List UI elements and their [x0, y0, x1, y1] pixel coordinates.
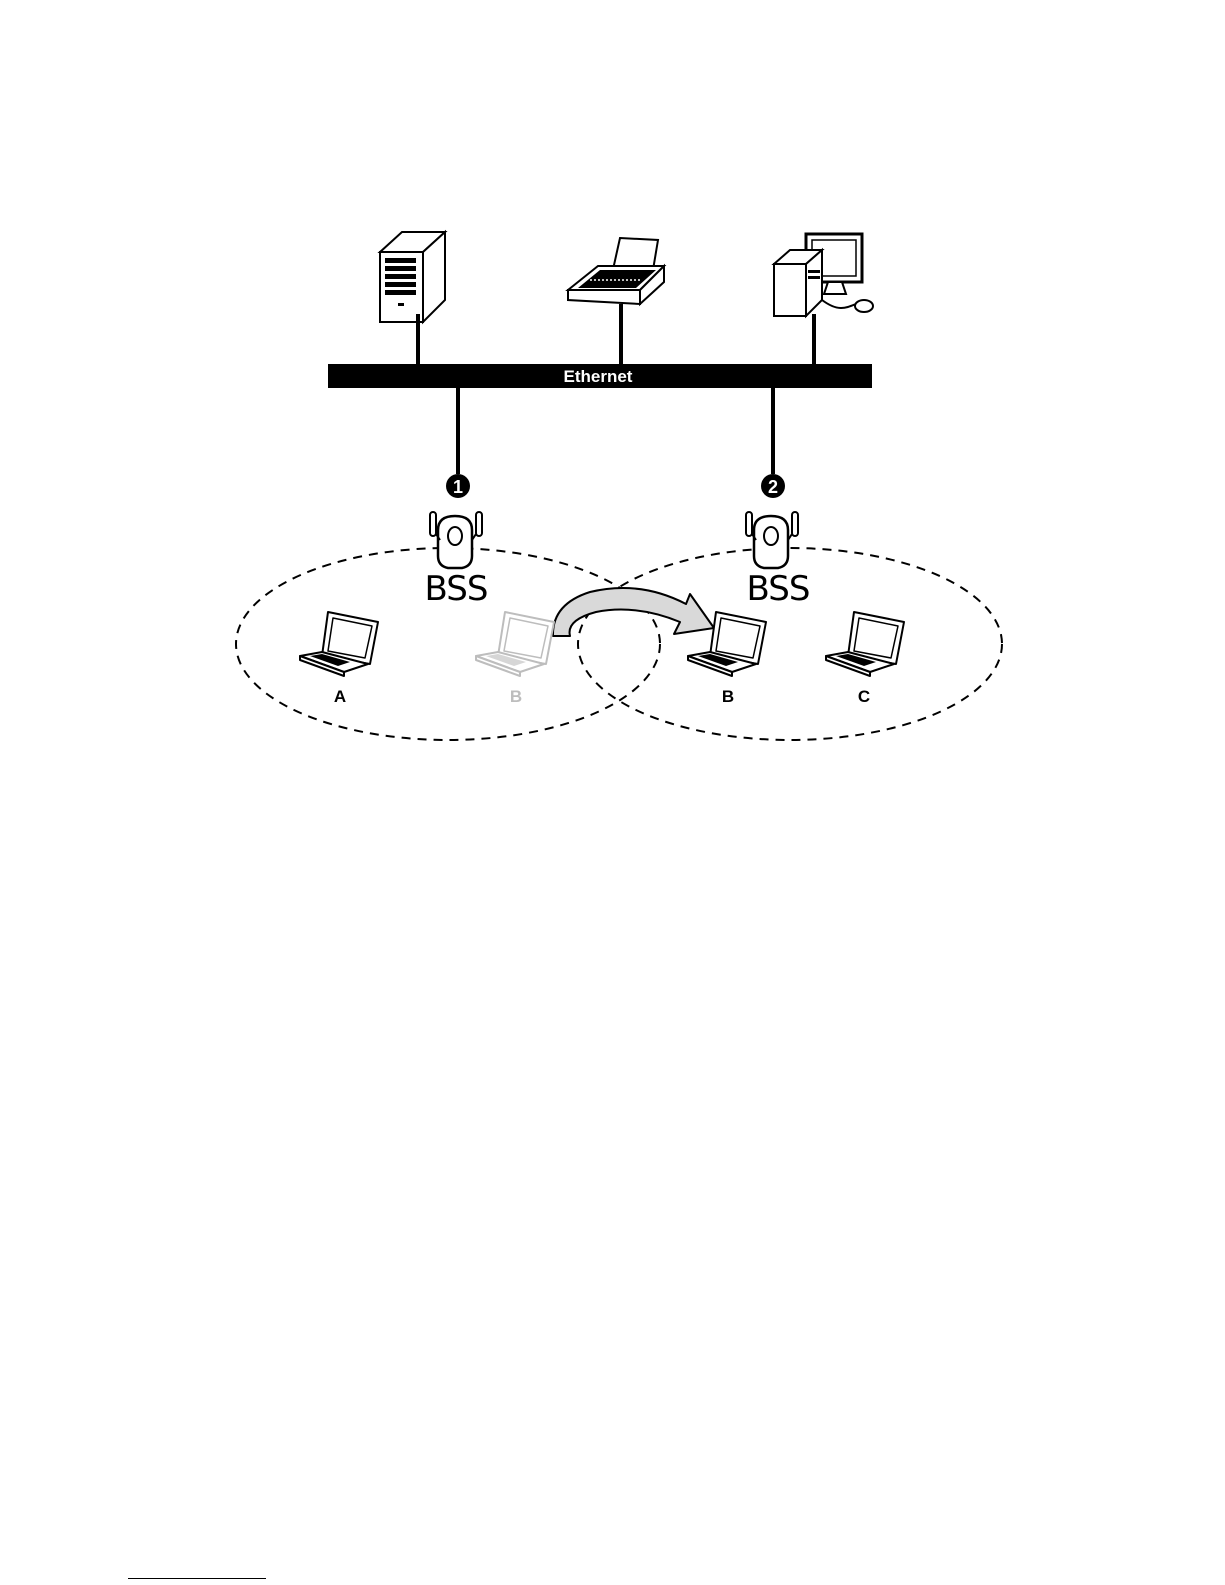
ethernet-backbone: Ethernet: [328, 364, 872, 388]
bss-label-2: BSS: [747, 569, 810, 609]
access-point-2: 2 BSS: [746, 474, 809, 609]
bss-label-1: BSS: [425, 569, 488, 609]
laptop-icon: [300, 612, 378, 676]
server-icon: [380, 232, 445, 322]
laptop-label-c: C: [858, 687, 870, 706]
ap-uplink-lines: [458, 388, 773, 474]
laptop-c: C: [826, 612, 904, 706]
access-point-1: 1 BSS: [425, 474, 488, 609]
footnote-separator: [128, 1578, 266, 1579]
device-drop-lines: [418, 304, 814, 366]
printer-icon: [568, 238, 664, 304]
laptop-label-b: B: [722, 687, 734, 706]
laptop-icon: [476, 612, 554, 676]
access-point-icon: [746, 512, 798, 568]
roaming-arrow-icon: [553, 588, 714, 636]
ap-number-2: 2: [768, 477, 778, 497]
laptop-a: A: [300, 612, 378, 706]
laptop-b-ghost: B: [476, 612, 554, 706]
access-point-icon: [430, 512, 482, 568]
laptop-label-a: A: [334, 687, 346, 706]
ap-number-1: 1: [453, 477, 463, 497]
ethernet-label: Ethernet: [564, 367, 633, 386]
desktop-computer-icon: [774, 234, 873, 316]
laptop-icon: [826, 612, 904, 676]
laptop-label-b-ghost: B: [510, 687, 522, 706]
